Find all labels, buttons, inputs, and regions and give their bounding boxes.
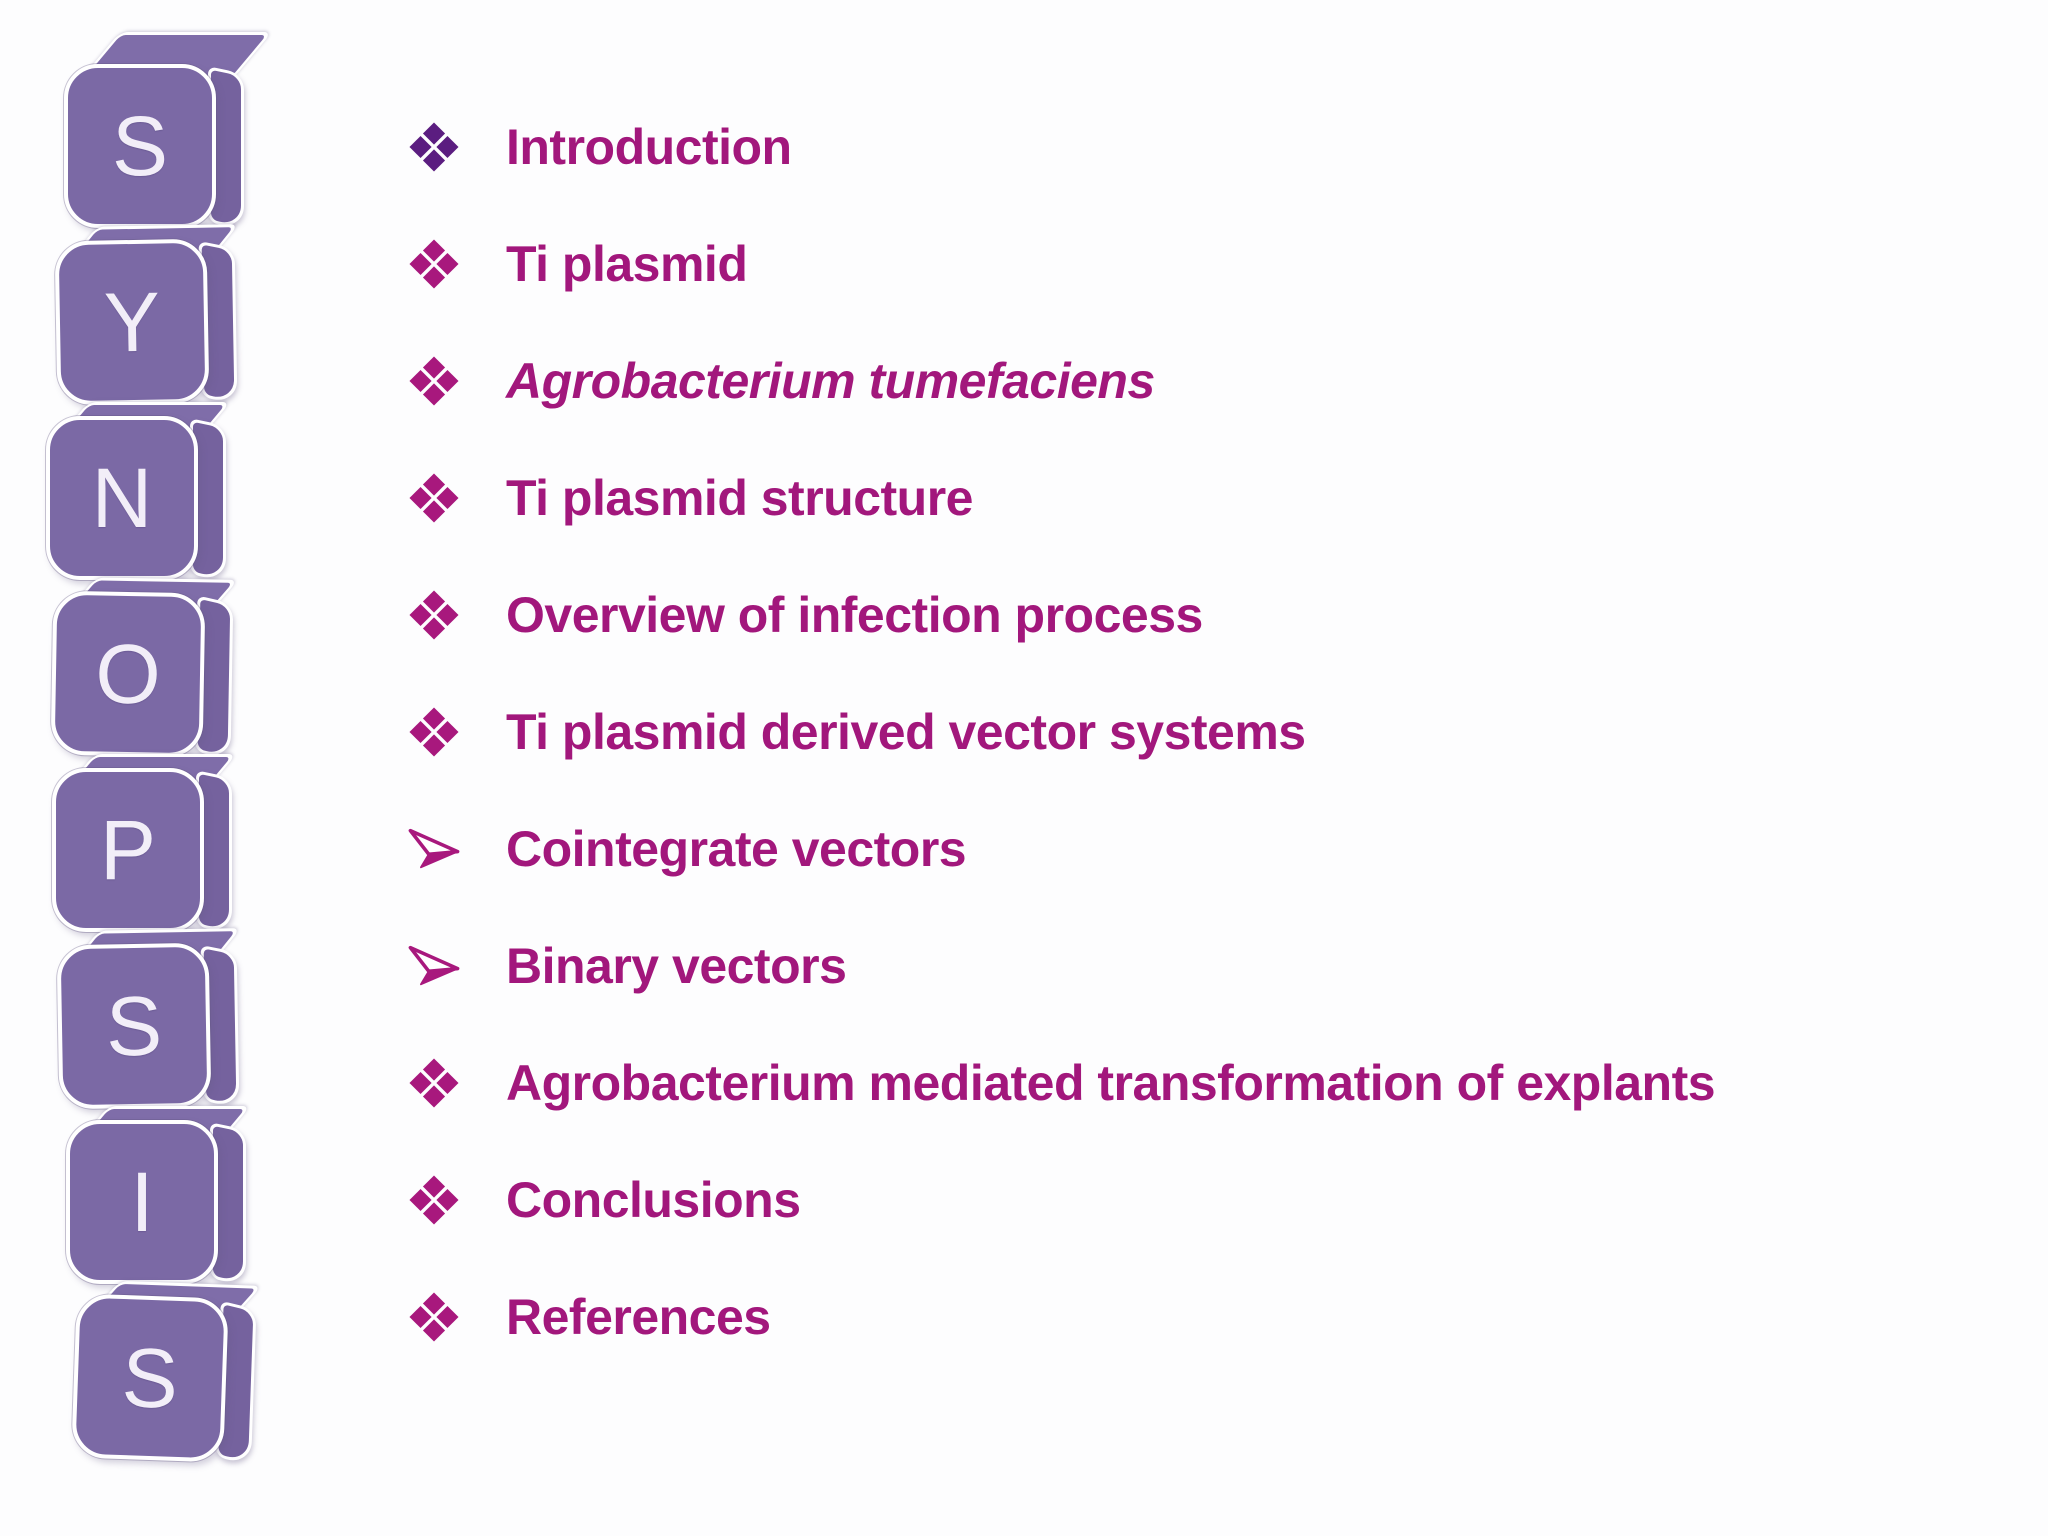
block-front-face: S [71, 1293, 229, 1463]
bullet-box [406, 238, 462, 289]
diamond-bullet-icon [409, 121, 459, 172]
bullet-box [406, 1291, 462, 1342]
bullet-box [406, 940, 462, 992]
agenda-item: Ti plasmid structure [406, 439, 1715, 556]
agenda-item-label: References [506, 1288, 771, 1345]
bullet-box [406, 706, 462, 757]
diamond-bullet-icon [409, 706, 459, 757]
agenda-item: Ti plasmid derived vector systems [406, 673, 1715, 790]
synopsis-block: O [50, 577, 239, 760]
arrow-bullet-icon [408, 945, 460, 985]
bullet-box [406, 1174, 462, 1225]
agenda-item-label: Overview of infection process [506, 586, 1203, 643]
agenda-item: Agrobacterium mediated transformation of… [406, 1024, 1716, 1141]
synopsis-letter: S [105, 978, 163, 1074]
synopsis-letter: S [111, 99, 169, 193]
agenda-item: References [406, 1258, 1715, 1375]
bullet-box [406, 355, 462, 406]
agenda-item: Agrobacterium tumefaciens [406, 322, 1715, 439]
agenda-item-label: Introduction [506, 118, 792, 175]
agenda-item-label: Conclusions [506, 1171, 801, 1228]
diamond-bullet-icon [409, 1174, 459, 1225]
diamond-bullet-icon [409, 1291, 459, 1342]
diamond-bullet-icon [409, 589, 459, 640]
agenda-item-label: Binary vectors [506, 937, 847, 994]
agenda-item: Conclusions [406, 1141, 1715, 1258]
block-front-face: P [52, 768, 204, 932]
agenda-item-label: Agrobacterium mediated transformation of… [506, 1054, 1716, 1111]
block-front-face: N [46, 416, 198, 580]
synopsis-block: S [64, 32, 273, 230]
synopsis-letter: I [130, 1155, 154, 1249]
diamond-bullet-icon [409, 1057, 459, 1108]
synopsis-letter: S [120, 1330, 180, 1426]
block-front-face: O [50, 590, 206, 758]
bullet-box [406, 472, 462, 523]
agenda-item: Cointegrate vectors [406, 790, 1715, 907]
agenda-item: Binary vectors [406, 907, 1715, 1024]
block-front-face: S [64, 64, 216, 228]
block-front-face: I [66, 1120, 218, 1284]
agenda-item-label: Cointegrate vectors [506, 820, 967, 877]
agenda-item-label: Ti plasmid [506, 235, 748, 292]
bullet-box [406, 121, 462, 172]
synopsis-block: I [66, 1106, 251, 1286]
synopsis-letter: Y [103, 274, 161, 370]
synopsis-block: P [52, 754, 237, 934]
synopsis-block: Y [54, 224, 239, 406]
agenda-item: Ti plasmid [406, 205, 1715, 322]
agenda-item-label: Ti plasmid structure [506, 469, 973, 526]
diamond-bullet-icon [409, 472, 459, 523]
bullet-box [406, 589, 462, 640]
synopsis-letter: O [94, 626, 162, 722]
bullet-box [406, 823, 462, 875]
agenda-item-label: Agrobacterium tumefaciens [506, 352, 1155, 409]
agenda-item-label: Ti plasmid derived vector systems [506, 703, 1306, 760]
synopsis-block: S [56, 928, 241, 1110]
arrow-bullet-icon [408, 828, 460, 868]
synopsis-block: N [46, 402, 231, 582]
agenda-item: Overview of infection process [406, 556, 1715, 673]
agenda-item: Introduction [406, 88, 1715, 205]
diamond-bullet-icon [409, 355, 459, 406]
synopsis-letter: P [99, 803, 157, 897]
block-front-face: Y [54, 238, 210, 406]
synopsis-block: S [71, 1280, 262, 1466]
block-front-face: S [56, 942, 212, 1110]
bullet-box [406, 1057, 462, 1108]
synopsis-letter: N [91, 451, 153, 545]
diamond-bullet-icon [409, 238, 459, 289]
